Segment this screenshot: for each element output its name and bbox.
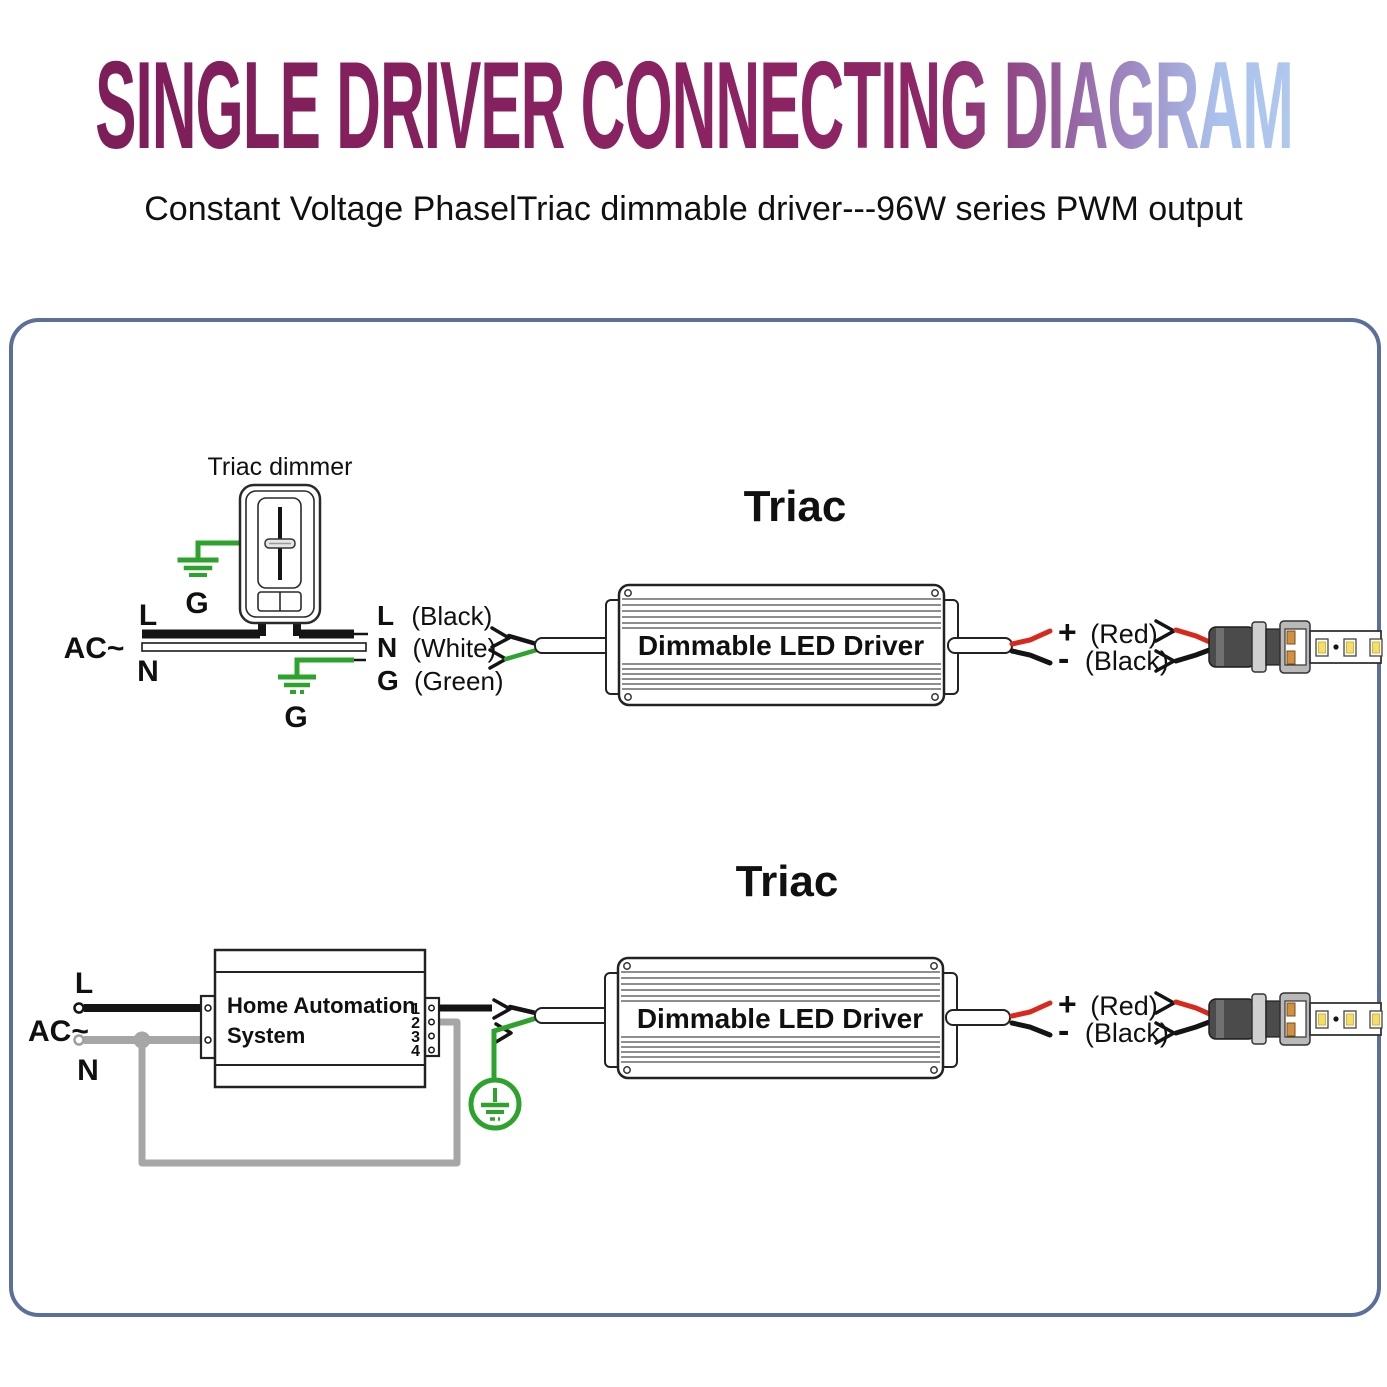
top-driver-input-arrows xyxy=(488,626,511,670)
top-driver-label: Dimmable LED Driver xyxy=(638,630,924,661)
bottom-output-wires xyxy=(1009,1000,1053,1038)
bottom-triac-heading: Triac xyxy=(736,857,839,906)
bottom-live-wire xyxy=(73,1002,202,1014)
dimmer-terminal-right xyxy=(293,614,301,636)
top-diagram: Triac Triac dimmer G xyxy=(64,453,1383,734)
bottom-ground-wire xyxy=(468,1014,543,1131)
triac-dimmer-label: Triac dimmer xyxy=(208,453,353,481)
page-subtitle: Constant Voltage PhaselTriac dimmable dr… xyxy=(144,190,1243,228)
has-terminal-1: 1 xyxy=(411,1001,420,1018)
top-output-wires xyxy=(1009,628,1053,666)
bottom-diagram: Triac L AC~ N Home Auto xyxy=(28,857,1383,1167)
driver-body xyxy=(616,956,945,1080)
page-title: SINGLE DRIVER CONNECTING DIAGRAM xyxy=(94,37,1294,175)
has-label-line1: Home Automation xyxy=(227,993,416,1018)
dimmer-ground-label: G xyxy=(185,587,208,620)
top-neutral-wire xyxy=(141,642,367,652)
triac-dimmer xyxy=(238,483,322,636)
top-output-cable xyxy=(947,637,1013,654)
dimmer-ground-symbol xyxy=(177,540,243,577)
top-strip-connector xyxy=(1208,620,1311,674)
top-led-driver: Dimmable LED Driver xyxy=(605,583,959,707)
top-line-label: L xyxy=(139,599,157,632)
top-neutral-label: N xyxy=(137,655,159,688)
top-strip-arrows xyxy=(1154,619,1176,673)
diagram-panel-border xyxy=(9,318,1381,1317)
bottom-led-strip xyxy=(1309,1002,1383,1036)
has-label-line2: System xyxy=(227,1023,305,1048)
wire-label-neutral: N (White) xyxy=(377,632,496,663)
top-output-minus-label: - (Black) xyxy=(1058,640,1169,678)
bottom-led-driver: Dimmable LED Driver xyxy=(604,956,958,1080)
bottom-neutral-wire xyxy=(73,1018,461,1167)
led-chip xyxy=(1315,638,1383,657)
wire-label-live: L (Black) xyxy=(377,600,492,631)
bottom-strip-wires xyxy=(1173,999,1215,1036)
has-terminal-4: 4 xyxy=(411,1043,420,1060)
bottom-strip-connector xyxy=(1208,992,1311,1046)
top-strip-wires xyxy=(1173,627,1215,664)
top-output-plus-label: + (Red) xyxy=(1058,614,1158,650)
bottom-driver-input-arrows xyxy=(492,998,513,1044)
wire-label-ground: G (Green) xyxy=(377,665,504,696)
top-triac-heading: Triac xyxy=(744,482,847,531)
has-box xyxy=(213,948,427,1089)
has-terminal-3: 3 xyxy=(411,1029,420,1046)
dimmer-terminal-left xyxy=(258,614,266,636)
bottom-output-minus-label: - (Black) xyxy=(1058,1012,1169,1050)
bottom-neutral-label: N xyxy=(77,1054,99,1087)
has-terminal-2: 2 xyxy=(411,1015,420,1032)
home-automation-system: Home Automation System 1 2 3 4 xyxy=(199,948,441,1089)
driver-body xyxy=(617,583,946,707)
bottom-strip-arrows xyxy=(1154,991,1176,1045)
bottom-driver-label: Dimmable LED Driver xyxy=(637,1003,923,1034)
bottom-output-cable xyxy=(945,1009,1011,1026)
top-ac-label: AC~ xyxy=(64,632,125,665)
top-led-strip xyxy=(1309,630,1383,664)
bottom-input-cable xyxy=(534,1007,616,1024)
top-input-cable xyxy=(534,637,616,654)
bottom-line-label: L xyxy=(75,967,93,1000)
top-ground-wire xyxy=(278,657,366,694)
bottom-output-plus-label: + (Red) xyxy=(1058,986,1158,1022)
top-ground-bottom-label: G xyxy=(284,701,307,734)
led-chip xyxy=(1315,1010,1383,1029)
